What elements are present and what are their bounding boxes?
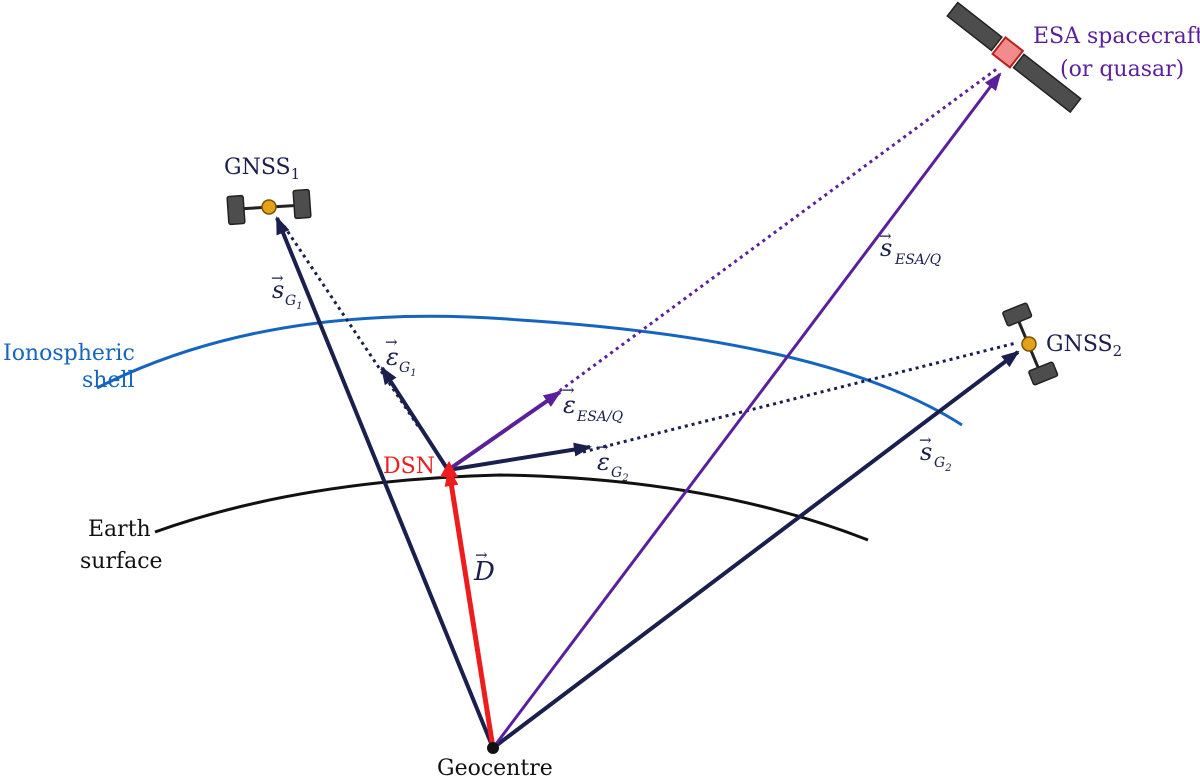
- svg-text:ESA/Q: ESA/Q: [894, 252, 942, 268]
- vector-arrow-accent: →: [562, 381, 575, 399]
- esa-spacecraft-icon: [946, 1, 1082, 114]
- vector-arrow-accent: →: [271, 269, 284, 287]
- geocentre-point: [487, 742, 499, 754]
- svg-text:ESA/Q: ESA/Q: [576, 409, 624, 425]
- svg-text:s: s: [880, 234, 892, 262]
- svg-text:G1: G1: [285, 293, 303, 312]
- vector-e-g1-label: ε → G1: [385, 333, 417, 379]
- vector-s-esa-label: s → ESA/Q: [879, 227, 942, 268]
- los-dsn-gnss2: [582, 341, 1017, 454]
- vector-s-g2-line: [491, 350, 1020, 750]
- vector-e-esa-line: [446, 390, 562, 472]
- svg-text:G1: G1: [399, 360, 417, 379]
- vector-d-label: D →: [473, 546, 495, 587]
- ionospheric-shell-label: Ionospheric: [3, 341, 135, 366]
- vector-arrow-accent: →: [879, 227, 892, 245]
- svg-text:D: D: [473, 557, 495, 587]
- svg-text:ε: ε: [563, 391, 576, 419]
- gnss1-satellite-icon: [226, 188, 312, 226]
- svg-text:ε: ε: [386, 343, 399, 371]
- gnss2-satellite-icon: [1002, 302, 1059, 386]
- vector-s-esa-line: [491, 72, 1002, 749]
- ionospheric-shell-curve: [96, 314, 963, 427]
- earth-surface-label: Earth: [88, 517, 151, 542]
- vector-e-g1-line: [380, 366, 450, 472]
- vector-e-esa-label: ε → ESA/Q: [562, 381, 624, 425]
- dsn-label: DSN: [383, 454, 435, 479]
- vector-arrow-accent: →: [919, 431, 932, 449]
- vector-arrow-accent: →: [475, 546, 488, 564]
- geocentre-label: Geocentre: [437, 756, 553, 777]
- gnss2-label: GNSS2: [1046, 332, 1122, 360]
- vector-d-line: [444, 468, 496, 749]
- los-dsn-esa: [553, 66, 999, 397]
- vector-e-g2-label: ε → G2: [596, 438, 629, 484]
- vector-arrow-accent: →: [596, 438, 609, 456]
- dsn-station-marker: [440, 461, 458, 477]
- svg-text:ε: ε: [597, 448, 610, 476]
- vector-s-g1-label: s → G1: [271, 269, 303, 312]
- esa-spacecraft-label: ESA spacecraft: [1033, 24, 1200, 49]
- ionospheric-shell-sublabel: shell: [82, 368, 135, 393]
- vector-s-g2-label: s → G2: [919, 431, 952, 474]
- svg-text:s: s: [272, 276, 284, 304]
- svg-text:s: s: [920, 438, 932, 466]
- gnss1-label: GNSS1: [224, 155, 300, 183]
- vector-s-g1-line: [275, 216, 495, 749]
- los-dsn-gnss1: [280, 222, 420, 427]
- svg-text:G2: G2: [934, 455, 952, 474]
- vector-arrow-accent: →: [385, 333, 398, 351]
- svg-text:G2: G2: [611, 465, 629, 484]
- earth-surface-curve: [154, 473, 869, 542]
- vector-e-g2-line: [447, 442, 592, 472]
- esa-spacecraft-sublabel: (or quasar): [1060, 57, 1184, 82]
- earth-surface-sublabel: surface: [80, 549, 163, 574]
